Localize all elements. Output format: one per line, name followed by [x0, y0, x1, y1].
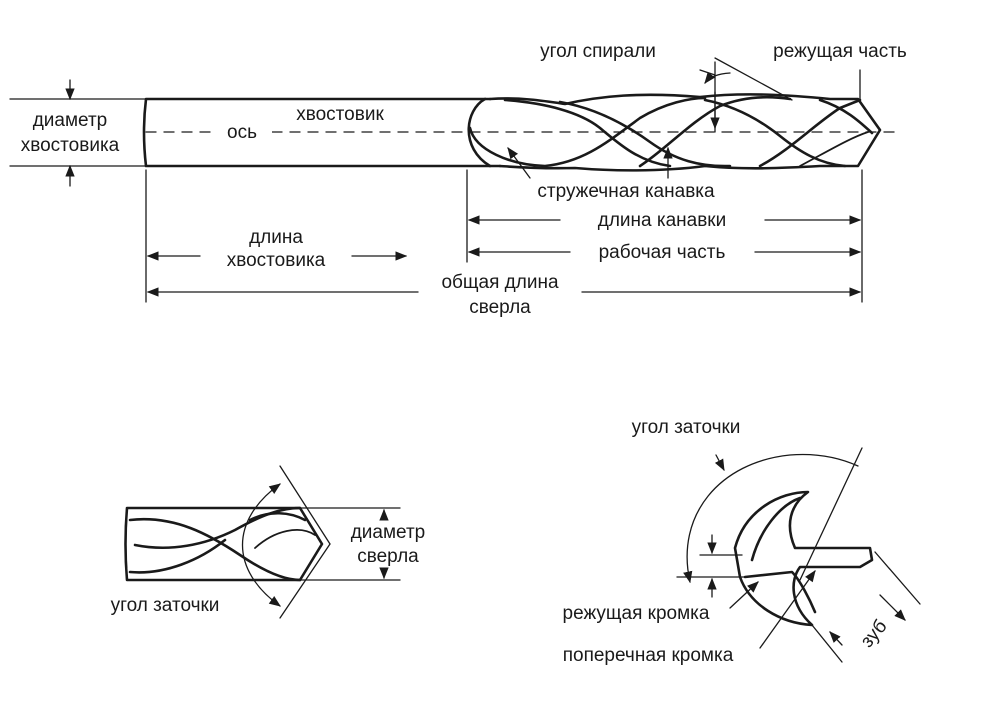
helix-angle-label: угол спирали	[540, 41, 656, 62]
working-part-label: рабочая часть	[599, 242, 726, 263]
point-angle-right-label: угол заточки	[632, 417, 741, 438]
flute-leader-1	[507, 147, 531, 179]
shank-length-label-2: хвостовика	[227, 250, 326, 271]
flute-curve-3	[503, 98, 672, 168]
drill-diameter-dimension	[299, 507, 401, 581]
flute-curve-9	[799, 131, 869, 167]
flute-curve-8	[818, 98, 874, 135]
drill-body-outline	[488, 93, 882, 172]
point-angle-left-label: угол заточки	[111, 595, 220, 616]
overall-length-label-1: общая длина	[441, 272, 558, 293]
cutting-edge-label: режущая кромка	[563, 603, 710, 624]
shank-label: хвостовик	[296, 104, 384, 125]
flute-curve-2	[468, 96, 707, 168]
shank-diameter-dimension	[9, 79, 147, 187]
flute-length-label: длина канавки	[598, 210, 727, 231]
flute-label: стружечная канавка	[537, 181, 715, 202]
drill-shank	[142, 97, 502, 168]
drill-tip-side-view	[124, 465, 331, 619]
flute-curve-4	[558, 100, 732, 168]
flute-curve-1	[467, 97, 492, 168]
shank-length-label-1: длина	[249, 227, 303, 248]
shank-diameter-label-1: диаметр	[33, 110, 108, 131]
shank-diameter-label-2: хвостовика	[21, 135, 120, 156]
flute-curve-5	[638, 95, 792, 168]
drill-diameter-label-1: диаметр	[351, 522, 426, 543]
axis-label: ось	[227, 122, 257, 143]
tooth-label: зуб	[857, 616, 892, 652]
helix-angle-marker	[699, 57, 793, 133]
overall-length-label-2: сверла	[469, 297, 531, 318]
full-drill	[142, 93, 896, 172]
drill-diameter-label-2: сверла	[357, 546, 419, 567]
drill-end-view	[676, 447, 921, 663]
cutting-part-label: режущая часть	[773, 41, 907, 62]
flute-curve-6	[703, 98, 847, 168]
chisel-edge-label: поперечная кромка	[563, 645, 734, 666]
